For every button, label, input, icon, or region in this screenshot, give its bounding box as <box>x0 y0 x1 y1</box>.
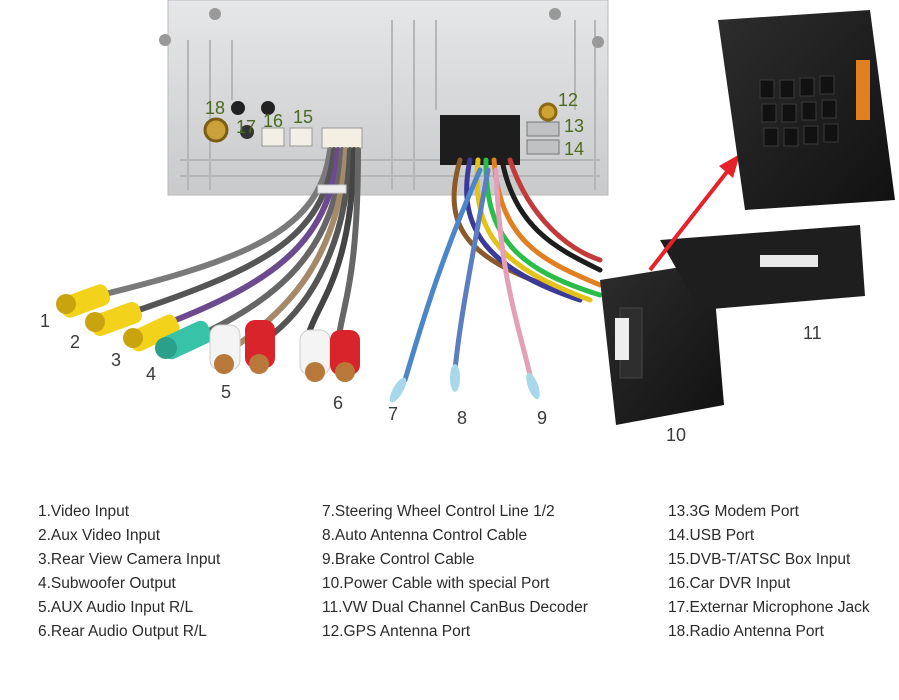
legend-item-5: 5.AUX Audio Input R/L <box>38 599 194 616</box>
head-unit-chassis <box>159 0 609 196</box>
connector-closeup <box>718 10 895 210</box>
wiring-diagram: 1 2 3 4 5 6 7 8 9 10 11 12 13 14 15 16 1… <box>40 0 895 445</box>
car-dvr-input <box>261 127 285 147</box>
legend-item-16: 16.Car DVR Input <box>668 575 791 592</box>
rca-harness-plug <box>321 127 363 149</box>
callout-6: 6 <box>333 393 344 413</box>
microphone-jack <box>240 125 254 139</box>
legend-item-4: 4.Subwoofer Output <box>38 575 176 592</box>
legend-item-7: 7.Steering Wheel Control Line 1/2 <box>322 503 555 520</box>
legend-item-17: 17.Externar Microphone Jack <box>668 599 870 616</box>
legend-item-8: 8.Auto Antenna Control Cable <box>322 527 528 544</box>
callout-18: 18 <box>205 98 226 118</box>
legend-item-15: 15.DVB-T/ATSC Box Input <box>668 551 851 568</box>
legend-item-12: 12.GPS Antenna Port <box>322 623 471 640</box>
callout-7: 7 <box>388 404 399 424</box>
callout-4: 4 <box>146 364 157 384</box>
legend-item-14: 14.USB Port <box>668 527 755 544</box>
callout-13: 13 <box>564 116 585 136</box>
usb-ports <box>526 121 560 155</box>
callout-9: 9 <box>537 408 548 428</box>
canbus-decoder-box <box>660 225 865 310</box>
subwoofer-output-rca <box>155 320 213 360</box>
legend-column-3: 13.3G Modem Port 14.USB Port 15.DVB-T/AT… <box>668 500 870 644</box>
legend-item-6: 6.Rear Audio Output R/L <box>38 623 207 640</box>
dvbt-box-input <box>289 127 313 147</box>
steering-control-wire-tip <box>389 377 407 403</box>
callout-12: 12 <box>558 90 579 110</box>
callout-5: 5 <box>221 382 232 402</box>
aux-audio-input-rca <box>209 320 275 374</box>
callout-15: 15 <box>293 107 314 127</box>
legend-column-2: 7.Steering Wheel Control Line 1/2 8.Auto… <box>322 500 588 644</box>
callout-3: 3 <box>111 350 122 370</box>
brake-control-wire-tip <box>526 372 540 400</box>
power-harness-socket <box>440 115 520 165</box>
aux-video-input-rca <box>85 302 142 336</box>
callout-1: 1 <box>40 311 51 331</box>
legend-item-13: 13.3G Modem Port <box>668 503 799 520</box>
callout-11: 11 <box>803 323 822 343</box>
callout-17: 17 <box>236 117 257 137</box>
legend-item-11: 11.VW Dual Channel CanBus Decoder <box>322 599 588 616</box>
legend-item-10: 10.Power Cable with special Port <box>322 575 550 592</box>
callout-2: 2 <box>70 332 81 352</box>
rear-camera-input-rca <box>123 314 180 352</box>
power-harness-wires <box>402 157 603 383</box>
callout-8: 8 <box>457 408 468 428</box>
legend-item-18: 18.Radio Antenna Port <box>668 623 824 640</box>
rear-audio-output-rca <box>299 329 360 382</box>
antenna-control-wire-tip <box>450 364 460 392</box>
radio-antenna-port <box>203 117 229 143</box>
callout-16: 16 <box>263 111 284 131</box>
legend-item-9: 9.Brake Control Cable <box>322 551 475 568</box>
callout-14: 14 <box>564 139 585 159</box>
legend-item-2: 2.Aux Video Input <box>38 527 161 544</box>
gps-antenna-port <box>538 102 558 122</box>
wiring-illustration <box>56 0 895 425</box>
pointer-arrow <box>648 154 740 272</box>
callout-10: 10 <box>666 425 687 445</box>
legend-item-1: 1.Video Input <box>38 503 130 520</box>
legend-column-1: 1.Video Input 2.Aux Video Input 3.Rear V… <box>38 500 220 644</box>
video-input-rca <box>56 284 111 318</box>
legend-item-3: 3.Rear View Camera Input <box>38 551 221 568</box>
power-connector-plug <box>600 262 724 425</box>
